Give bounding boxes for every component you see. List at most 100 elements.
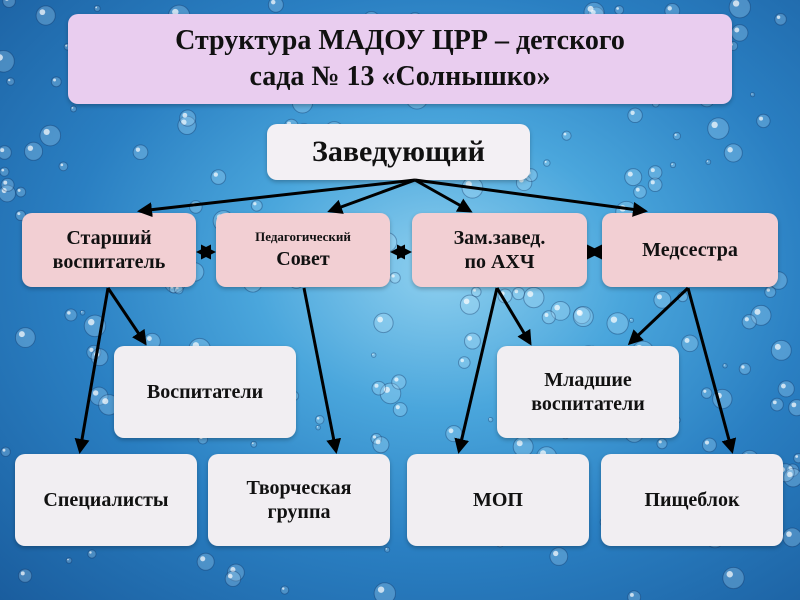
creative-line-2: группа (267, 501, 331, 523)
water-drop (250, 199, 263, 212)
teachers-box: Воспитатели (114, 346, 296, 438)
water-drop (723, 143, 743, 163)
water-drop (188, 200, 203, 214)
water-drop (372, 436, 390, 454)
water-drop (461, 176, 484, 199)
water-drop (487, 416, 494, 423)
creative-line-1: Творческая (246, 477, 352, 499)
water-drop (750, 92, 756, 98)
water-drop (463, 332, 481, 350)
senior-line-1: Старший (66, 227, 152, 249)
water-drop (315, 424, 321, 431)
kitchen-label: Пищеблок (644, 489, 740, 511)
water-drop (379, 382, 402, 405)
specialists-label: Специалисты (43, 489, 169, 511)
water-drop (6, 77, 15, 86)
water-drop (23, 141, 44, 161)
specialists-box: Специалисты (15, 454, 197, 546)
council-line-1: Педагогический (255, 229, 351, 244)
deputy-line-1: Зам.завед. (453, 227, 546, 249)
water-drop (177, 115, 197, 135)
water-drop (250, 440, 258, 448)
water-drop (681, 334, 699, 353)
water-drop (445, 425, 463, 443)
water-drop (70, 105, 77, 113)
water-drop (624, 168, 643, 187)
water-drop (373, 582, 397, 600)
water-drop (79, 309, 86, 316)
water-drop (741, 314, 757, 330)
water-drop (314, 415, 325, 425)
water-drop (672, 131, 682, 141)
water-drop (511, 286, 526, 301)
water-drop (17, 568, 33, 583)
deputy-head-box: Зам.завед. по АХЧ (412, 213, 587, 287)
mop-label: МОП (473, 489, 523, 511)
water-drop (700, 387, 713, 399)
water-drop (132, 144, 149, 161)
water-drop (702, 437, 717, 453)
water-drop (793, 453, 800, 464)
junior-teachers-box: Младшие воспитатели (497, 346, 679, 438)
deputy-line-2: по АХЧ (464, 251, 535, 273)
water-drop (606, 312, 629, 335)
junior-line-1: Младшие (544, 369, 632, 391)
mop-box: МОП (407, 454, 589, 546)
nurse-box: Медсестра (602, 213, 778, 287)
water-drop (647, 177, 663, 193)
water-drop (0, 177, 15, 192)
water-drop (730, 24, 749, 42)
water-drop (384, 546, 391, 553)
head-label: Заведующий (312, 135, 485, 168)
water-drop (39, 124, 62, 147)
water-drop (196, 552, 215, 571)
water-drop (373, 312, 394, 334)
water-drop (777, 380, 795, 398)
water-drop (738, 362, 752, 376)
water-drop (712, 388, 733, 410)
water-drop (35, 5, 56, 26)
water-drop (2, 0, 16, 8)
water-drop (770, 397, 784, 412)
water-drop (669, 161, 677, 169)
water-drop (572, 306, 594, 328)
water-drop (14, 327, 36, 348)
water-drop (774, 13, 787, 26)
kitchen-box: Пищеблок (601, 454, 783, 546)
water-drop (280, 585, 290, 595)
water-drop (543, 159, 551, 167)
water-drop (15, 186, 27, 198)
water-drop (370, 352, 377, 358)
water-drop (0, 184, 17, 203)
water-drop (788, 399, 800, 417)
title-line-2: сада № 13 «Солнышко» (249, 61, 551, 92)
nurse-label: Медсестра (642, 239, 738, 261)
teachers-label: Воспитатели (146, 381, 264, 403)
water-drop (647, 165, 663, 180)
water-drop (523, 286, 545, 309)
water-drop (459, 294, 480, 315)
water-drop (83, 314, 107, 338)
title-line-1: Структура МАДОУ ЦРР – детского (175, 25, 625, 56)
water-drop (179, 109, 197, 127)
water-drop (65, 557, 73, 564)
water-drop (782, 527, 800, 548)
water-drop (389, 272, 401, 284)
water-drop (0, 145, 12, 160)
head-box: Заведующий (267, 124, 530, 180)
water-drop (210, 169, 227, 185)
water-drop (550, 300, 571, 321)
water-drop (267, 0, 284, 13)
pedagogical-council-box: Педагогический Совет (216, 213, 390, 287)
water-drop (653, 290, 672, 309)
senior-teacher-box: Старший воспитатель (22, 213, 196, 287)
water-drop (561, 130, 572, 141)
water-drop (392, 402, 408, 417)
water-drop (0, 446, 11, 458)
water-drop (391, 374, 407, 390)
water-drop (64, 308, 78, 322)
water-drop (549, 547, 569, 566)
water-drop (541, 310, 556, 325)
senior-line-2: воспитатель (52, 251, 166, 273)
